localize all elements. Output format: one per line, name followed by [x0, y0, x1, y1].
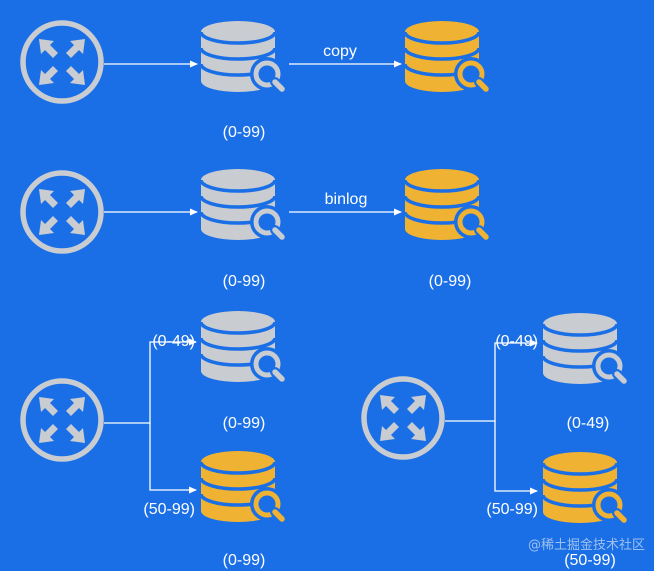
split-arrow-top	[104, 338, 197, 424]
database-search-icon	[405, 169, 488, 240]
split-arrow-bottom	[149, 423, 197, 494]
range-label: (0-99)	[223, 273, 266, 290]
watermark: @稀土掘金技术社区	[528, 537, 645, 553]
range-label: (0-99)	[223, 552, 266, 569]
range-label: (0-99)	[223, 415, 266, 432]
range-label: (0-99)	[429, 273, 472, 290]
edge-label: (0-49)	[152, 333, 195, 350]
row2: binlog (0-99) (0-99)	[23, 169, 488, 290]
range-label: (50-99)	[564, 552, 616, 569]
row3-left: (0-49) (50-99) (0-99) (0-99)	[23, 311, 284, 569]
range-label: (0-99)	[223, 124, 266, 141]
database-search-icon	[201, 169, 284, 240]
edge-label: (50-99)	[486, 501, 538, 518]
database-search-icon	[201, 451, 284, 522]
row3-right: (0-49) (50-99) (0-49) (50-99)	[364, 313, 626, 569]
row1: copy (0-99)	[23, 21, 488, 141]
database-search-icon	[201, 21, 284, 92]
database-search-icon	[201, 311, 284, 382]
router-arrows-icon	[23, 173, 101, 251]
database-search-icon	[543, 313, 626, 384]
router-arrows-icon	[364, 379, 442, 457]
split-arrow-bottom	[494, 421, 538, 495]
router-arrows-icon	[23, 23, 101, 101]
range-label: (0-49)	[567, 415, 610, 432]
split-arrow-top	[445, 339, 538, 422]
database-search-icon	[543, 452, 626, 523]
database-search-icon	[405, 21, 488, 92]
router-arrows-icon	[23, 381, 101, 459]
edge-label-copy: copy	[323, 43, 357, 60]
edge-label: (50-99)	[143, 501, 195, 518]
edge-label: (0-49)	[495, 333, 538, 350]
edge-label-binlog: binlog	[325, 191, 368, 208]
